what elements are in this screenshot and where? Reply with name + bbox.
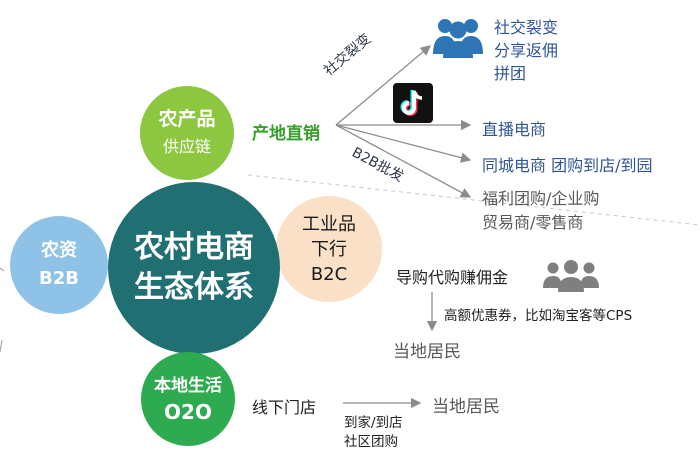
delivery-label-2: 社区团购 [344, 434, 398, 450]
affiliate-label: 导购代购赚佣金 [396, 268, 509, 287]
coupon-label: 高额优惠券，比如淘宝客等CPS [444, 308, 633, 324]
arrow-local [335, 124, 472, 163]
o2o-resident-label: 当地居民 [432, 397, 500, 417]
agri-input-b2b-circle: 农资 B2B [10, 216, 108, 314]
industrial-line1: 工业品 [302, 213, 356, 235]
agri-supply-circle: 农产品 供应链 [140, 86, 234, 180]
o2o-subtitle: O2O [164, 400, 212, 424]
local-commerce-label: 同城电商 团购到店/到园 [482, 156, 653, 175]
social-item-2: 分享返佣 [494, 41, 559, 60]
industrial-line3: B2C [310, 263, 348, 285]
edge-mark-2 [0, 339, 3, 353]
delivery-label-1: 到家/到店 [344, 415, 403, 431]
industrial-b2c-circle: 工业品 下行 B2C [276, 196, 382, 302]
b2c-resident-label: 当地居民 [393, 342, 461, 362]
b2b-subtitle: B2B [39, 268, 79, 289]
live-commerce-label: 直播电商 [482, 120, 547, 139]
b2b-title: 农资 [41, 240, 77, 261]
social-item-3: 拼团 [494, 64, 527, 83]
arrow-welfare [335, 124, 472, 198]
dashed-divider [247, 174, 700, 226]
agri-subtitle: 供应链 [162, 137, 211, 156]
core-line2: 生态体系 [134, 270, 254, 305]
group-people-icon [432, 14, 484, 64]
direct-sales-label: 产地直销 [252, 124, 320, 144]
agri-title: 农产品 [158, 108, 216, 130]
core-line1: 农村电商 [134, 230, 254, 265]
rural-ecommerce-core-circle: 农村电商 生态体系 [108, 182, 280, 354]
welfare-label-2: 贸易商/零售商 [482, 213, 584, 232]
local-life-o2o-circle: 本地生活 O2O [141, 352, 235, 446]
industrial-line2: 下行 [311, 238, 347, 260]
offline-store-label: 线下门店 [252, 398, 317, 417]
edge-mark-1 [0, 267, 5, 272]
tiktok-icon [393, 83, 433, 127]
arrow-social [335, 45, 431, 126]
o2o-title: 本地生活 [154, 376, 222, 396]
social-item-1: 社交裂变 [494, 18, 559, 37]
users-icon [542, 258, 600, 298]
welfare-label-1: 福利团购/企业购 [482, 189, 600, 208]
